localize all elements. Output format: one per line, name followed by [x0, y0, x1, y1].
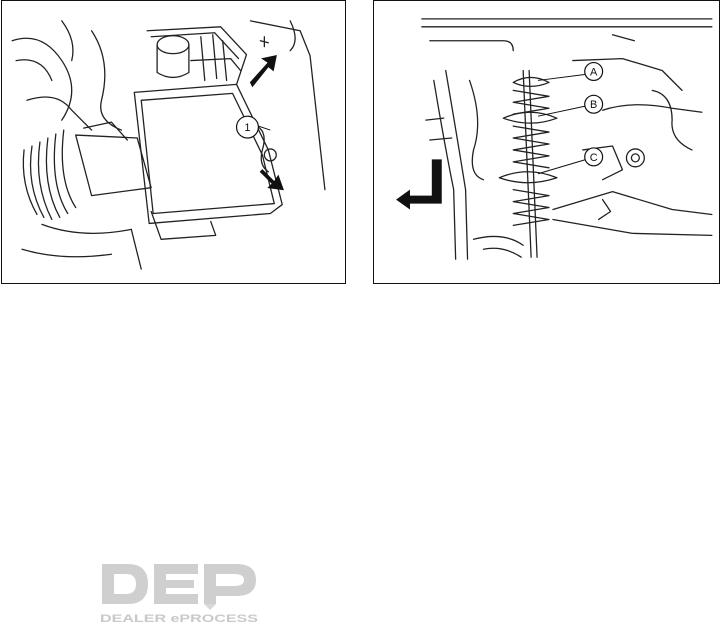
callout-b: B: [538, 95, 603, 116]
up-arrow-icon: [250, 56, 276, 87]
engine-bay-line-drawing: 1: [2, 1, 345, 283]
front-direction-arrow-icon: [396, 160, 442, 210]
callout-c: C: [538, 148, 603, 174]
down-arrow-icon: [260, 170, 283, 190]
air-cleaner-case: [134, 84, 282, 223]
illustration-air-cleaner-case: 1: [1, 0, 346, 284]
svg-text:B: B: [590, 99, 597, 111]
callout-1: 1: [237, 116, 271, 138]
callout-a: A: [538, 63, 603, 81]
svg-text:C: C: [590, 152, 598, 164]
dep-logo-mark: DEALER ePROCESS: [98, 560, 263, 626]
svg-text:A: A: [590, 66, 598, 78]
logo-wordmark: DEALER ePROCESS: [100, 613, 258, 625]
svg-text:1: 1: [244, 122, 250, 134]
engine-top-line-drawing: A B C: [374, 1, 719, 283]
dealer-eprocess-logo: DEALER ePROCESS: [98, 560, 263, 626]
illustration-ignition-coil-harness: A B C: [373, 0, 720, 284]
